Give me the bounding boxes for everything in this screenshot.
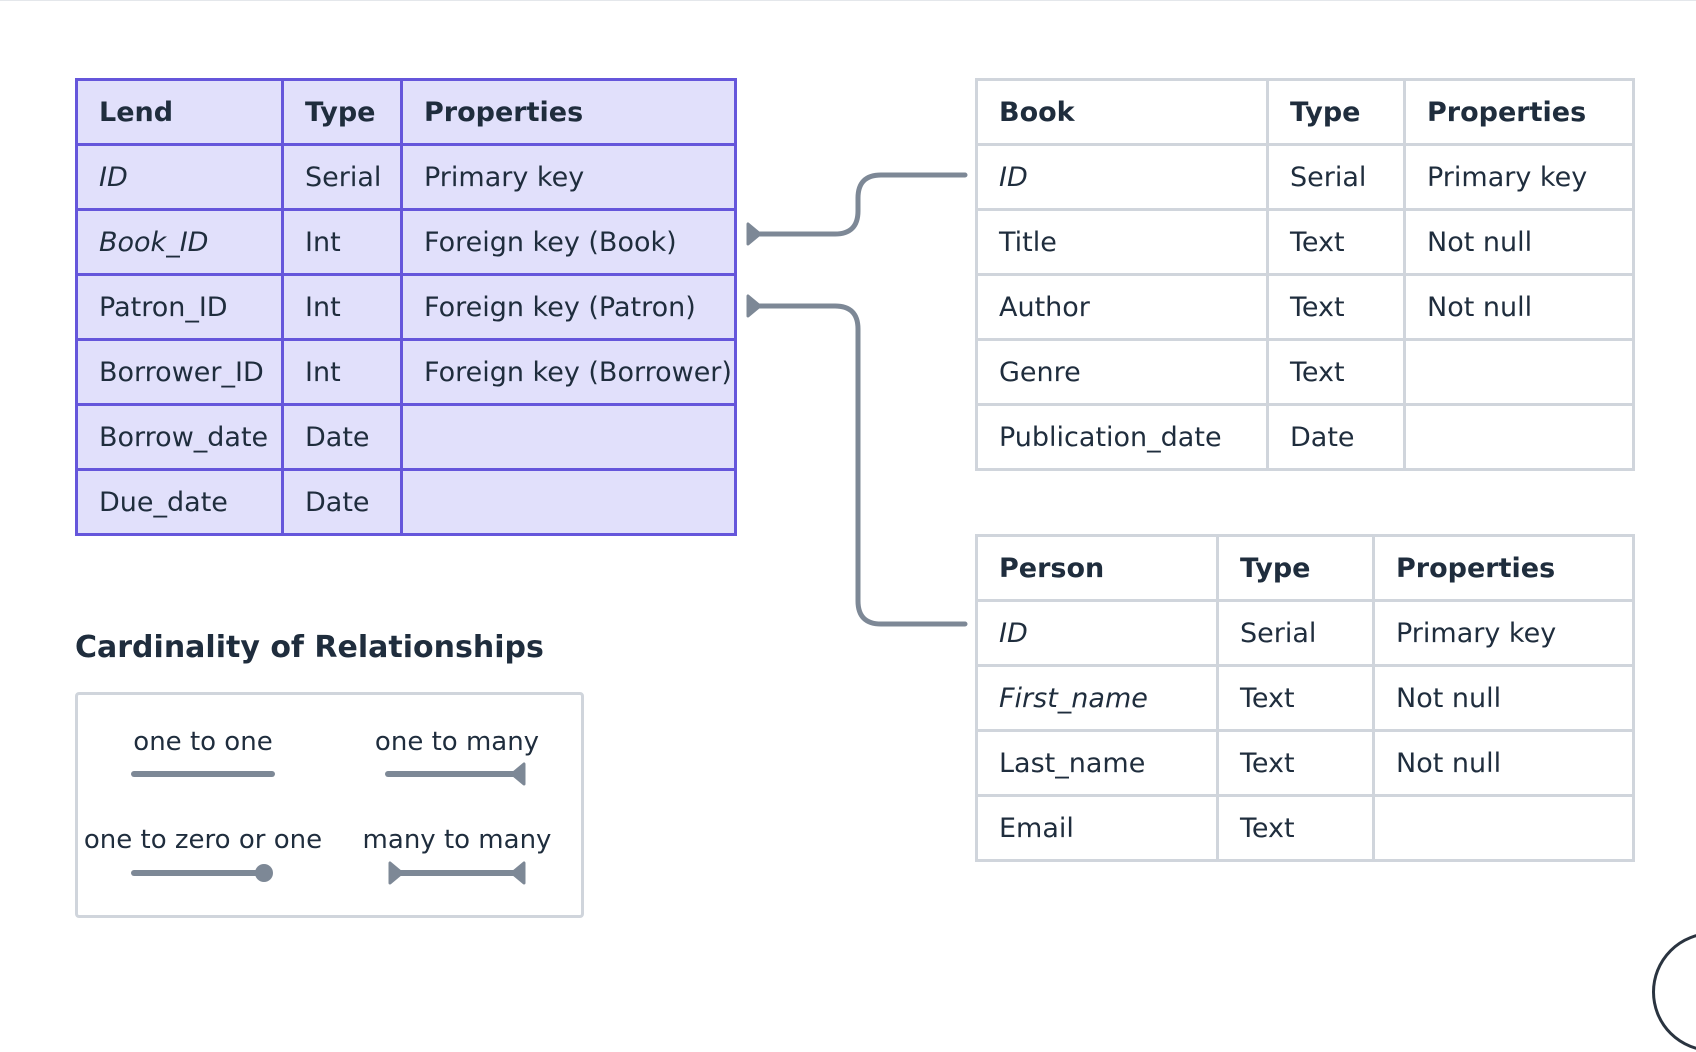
one-to-many-label: one to many xyxy=(374,727,540,757)
field-name: Last_name xyxy=(975,729,1219,797)
field-properties: Foreign key (Borrower) xyxy=(400,338,737,406)
person-header-properties: Properties xyxy=(1372,534,1635,602)
book-table[interactable]: Book Type Properties ID Serial Primary k… xyxy=(975,78,1635,471)
field-type: Serial xyxy=(1216,599,1375,667)
one-to-many-crow-foot xyxy=(510,762,526,786)
field-name: Title xyxy=(975,208,1269,276)
field-properties xyxy=(1403,403,1635,471)
person-table[interactable]: Person Type Properties ID Serial Primary… xyxy=(975,534,1635,862)
crow-foot-book-end xyxy=(746,222,762,246)
field-properties xyxy=(400,468,737,536)
one-to-zero-or-one-dot xyxy=(255,864,273,882)
field-name: ID xyxy=(75,143,284,211)
field-type: Text xyxy=(1216,664,1375,732)
person-table-header: Person Type Properties xyxy=(975,534,1635,602)
field-name: Borrow_date xyxy=(75,403,284,471)
table-row: Last_name Text Not null xyxy=(975,729,1635,797)
field-type: Text xyxy=(1266,338,1406,406)
table-row: Borrower_ID Int Foreign key (Borrower) xyxy=(75,338,737,406)
cardinality-legend xyxy=(75,692,584,918)
field-properties: Not null xyxy=(1372,664,1635,732)
book-header-name: Book xyxy=(975,78,1269,146)
field-type: Date xyxy=(1266,403,1406,471)
field-type: Int xyxy=(281,208,403,276)
lend-header-name: Lend xyxy=(75,78,284,146)
field-properties: Primary key xyxy=(400,143,737,211)
field-type: Int xyxy=(281,338,403,406)
legend-title: Cardinality of Relationships xyxy=(75,630,544,665)
field-properties: Primary key xyxy=(1372,599,1635,667)
table-row: Title Text Not null xyxy=(975,208,1635,276)
field-name: Borrower_ID xyxy=(75,338,284,406)
table-row: ID Serial Primary key xyxy=(975,599,1635,667)
book-header-type: Type xyxy=(1266,78,1406,146)
field-properties: Foreign key (Patron) xyxy=(400,273,737,341)
table-row: Author Text Not null xyxy=(975,273,1635,341)
field-type: Text xyxy=(1266,273,1406,341)
book-header-properties: Properties xyxy=(1403,78,1635,146)
field-properties: Not null xyxy=(1403,273,1635,341)
connector-lend-book xyxy=(751,172,968,237)
table-row: Genre Text xyxy=(975,338,1635,406)
field-type: Date xyxy=(281,468,403,536)
field-type: Serial xyxy=(1266,143,1406,211)
field-name: Author xyxy=(975,273,1269,341)
book-table-header: Book Type Properties xyxy=(975,78,1635,146)
lend-table-header: Lend Type Properties xyxy=(75,78,737,146)
lend-header-type: Type xyxy=(281,78,403,146)
top-border-line xyxy=(0,0,1696,1)
field-type: Int xyxy=(281,273,403,341)
field-properties xyxy=(400,403,737,471)
field-name: ID xyxy=(975,143,1269,211)
table-row: Email Text xyxy=(975,794,1635,862)
lend-table[interactable]: Lend Type Properties ID Serial Primary k… xyxy=(75,78,737,536)
crow-foot-person-end xyxy=(746,294,762,318)
field-properties xyxy=(1372,794,1635,862)
one-to-one-label: one to one xyxy=(133,727,273,757)
field-properties: Not null xyxy=(1403,208,1635,276)
table-row: Due_date Date xyxy=(75,468,737,536)
person-header-name: Person xyxy=(975,534,1219,602)
field-name: First_name xyxy=(975,664,1219,732)
field-name: Book_ID xyxy=(75,208,284,276)
table-row: Borrow_date Date xyxy=(75,403,737,471)
relationship-canvas xyxy=(131,172,968,885)
field-properties: Foreign key (Book) xyxy=(400,208,737,276)
person-header-type: Type xyxy=(1216,534,1375,602)
field-type: Text xyxy=(1266,208,1406,276)
lend-header-properties: Properties xyxy=(400,78,737,146)
field-type: Date xyxy=(281,403,403,471)
table-row: First_name Text Not null xyxy=(975,664,1635,732)
table-row: Book_ID Int Foreign key (Book) xyxy=(75,208,737,276)
table-row: Publication_date Date xyxy=(975,403,1635,471)
field-type: Text xyxy=(1216,729,1375,797)
many-to-many-right-crow-foot xyxy=(510,861,526,885)
field-name: Publication_date xyxy=(975,403,1269,471)
field-properties: Not null xyxy=(1372,729,1635,797)
field-type: Text xyxy=(1216,794,1375,862)
field-properties: Primary key xyxy=(1403,143,1635,211)
field-type: Serial xyxy=(281,143,403,211)
field-name: Patron_ID xyxy=(75,273,284,341)
one-to-zero-or-one-label: one to zero or one xyxy=(83,825,323,855)
table-row: ID Serial Primary key xyxy=(975,143,1635,211)
table-row: Patron_ID Int Foreign key (Patron) xyxy=(75,273,737,341)
table-row: ID Serial Primary key xyxy=(75,143,737,211)
connector-lend-person xyxy=(751,303,968,627)
field-properties xyxy=(1403,338,1635,406)
field-name: Due_date xyxy=(75,468,284,536)
field-name: Email xyxy=(975,794,1219,862)
many-to-many-left-crow-foot xyxy=(388,861,404,885)
many-to-many-label: many to many xyxy=(362,825,552,855)
field-name: ID xyxy=(975,599,1219,667)
field-name: Genre xyxy=(975,338,1269,406)
